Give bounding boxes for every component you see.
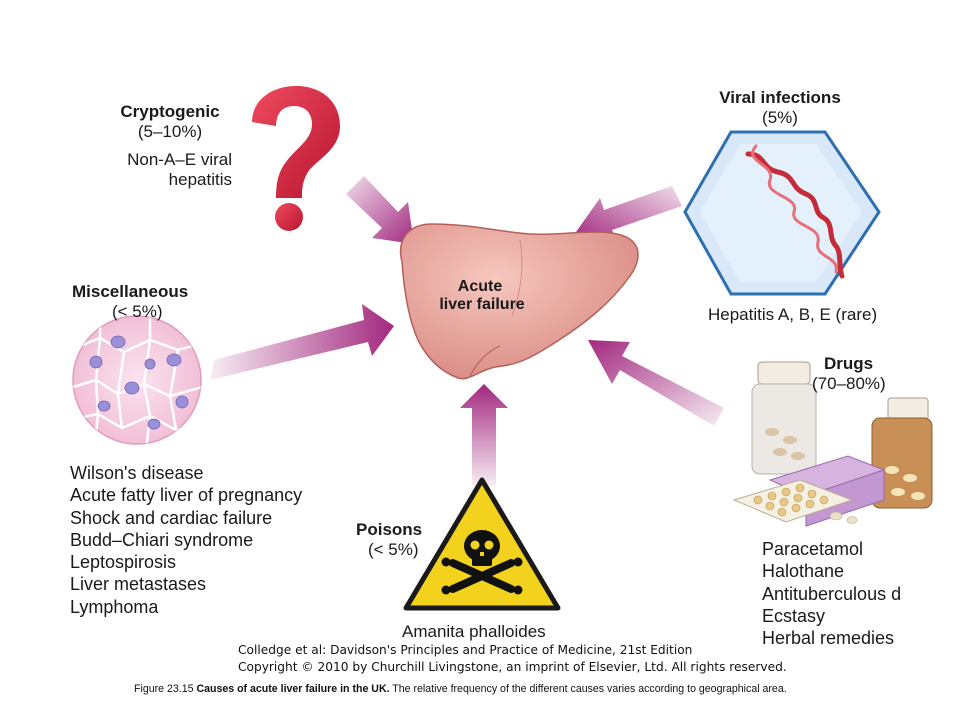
liver-icon bbox=[399, 223, 639, 380]
list-item: Wilson's disease bbox=[70, 463, 204, 483]
arrow-from-cryptogenic bbox=[346, 176, 414, 244]
poisons-label-group: Poisons (< 5%) bbox=[356, 520, 442, 560]
arrow-from-drugs bbox=[588, 340, 724, 426]
cryptogenic-title: Cryptogenic bbox=[120, 102, 220, 121]
poisons-title: Poisons bbox=[356, 520, 423, 539]
credit-line2: Copyright © 2010 by Churchill Livingston… bbox=[238, 660, 787, 674]
cryptogenic-percent: (5–10%) bbox=[137, 122, 203, 141]
list-item: Ecstasy bbox=[762, 605, 826, 626]
misc-percent: (< 5%) bbox=[112, 302, 163, 321]
list-item: Budd–Chiari syndrome bbox=[70, 529, 254, 550]
arrow-from-viral bbox=[576, 186, 682, 242]
arrow-from-poisons bbox=[460, 384, 508, 486]
credit-line1: Colledge et al: Davidson's Principles an… bbox=[238, 643, 693, 657]
cryptogenic-label-group: Cryptogenic (5–10%) Non-A–E viral hepati… bbox=[104, 102, 244, 190]
center-title-line1: Acute bbox=[458, 278, 503, 295]
list-item: Shock and cardiac failure bbox=[70, 507, 273, 528]
list-item: Herbal remedies bbox=[762, 628, 895, 649]
poisons-percent: (< 5%) bbox=[368, 540, 419, 559]
list-item: Lymphoma bbox=[70, 596, 159, 617]
list-item: Paracetamol bbox=[762, 539, 864, 559]
drugs-label-group: Drugs (70–80%) bbox=[812, 354, 908, 394]
caption-label: Figure 23.15 bbox=[134, 683, 197, 695]
list-item: Antituberculous d bbox=[762, 583, 902, 604]
list-item: Acute fatty liver of pregnancy bbox=[70, 485, 303, 506]
dna-helix-icon bbox=[683, 130, 881, 296]
drugs-causes-list: Paracetamol Halothane Antituberculous d … bbox=[762, 538, 912, 649]
cryptogenic-detail-line2: hepatitis bbox=[168, 170, 232, 189]
source-credit: Colledge et al: Davidson's Principles an… bbox=[238, 642, 787, 676]
viral-percent: (5%) bbox=[762, 108, 798, 127]
drugs-percent: (70–80%) bbox=[812, 374, 886, 393]
drugs-list-clip: Paracetamol Halothane Antituberculous d … bbox=[762, 538, 912, 650]
cryptogenic-detail-line1: Non-A–E viral bbox=[127, 150, 232, 169]
liver-cells-icon bbox=[72, 315, 202, 445]
question-mark-icon bbox=[252, 86, 340, 231]
drugs-title: Drugs bbox=[824, 354, 874, 373]
viral-detail: Hepatitis A, B, E (rare) bbox=[708, 305, 878, 324]
skull-crossbones-icon bbox=[403, 477, 561, 611]
list-item: Halothane bbox=[762, 561, 845, 582]
misc-causes-list: Wilson's disease Acute fatty liver of pr… bbox=[70, 462, 302, 618]
arrow-from-miscellaneous bbox=[210, 304, 394, 380]
misc-label-group: Miscellaneous (< 5%) bbox=[72, 282, 212, 322]
caption-rest: The relative frequency of the different … bbox=[389, 683, 787, 695]
figure-caption: Figure 23.15 Causes of acute liver failu… bbox=[134, 683, 787, 695]
center-title-line2: liver failure bbox=[439, 296, 524, 313]
caption-bold: Causes of acute liver failure in the UK. bbox=[196, 683, 390, 695]
list-item: Leptospirosis bbox=[70, 552, 177, 573]
viral-title: Viral infections bbox=[719, 88, 841, 107]
misc-title: Miscellaneous bbox=[72, 282, 189, 301]
list-item: Liver metastases bbox=[70, 574, 207, 595]
pill-bottles-icon bbox=[732, 361, 933, 527]
viral-label-group: Viral infections (5%) bbox=[690, 88, 870, 128]
poisons-detail: Amanita phalloides bbox=[402, 622, 546, 641]
